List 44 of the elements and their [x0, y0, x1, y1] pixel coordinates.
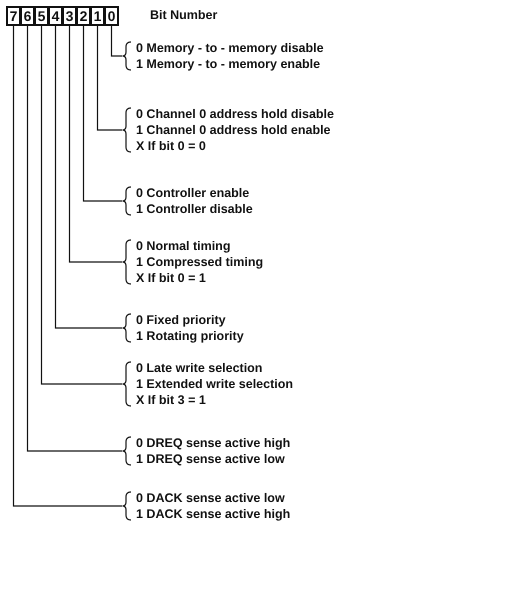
leader-line: [96, 26, 122, 131]
bit-option-group: [122, 435, 290, 467]
leader-line: [40, 26, 122, 385]
option-text: 0 DACK sense active low: [135, 490, 286, 506]
option-text: 0 Fixed priority: [135, 312, 227, 328]
bit-option-group: [122, 106, 334, 154]
bit-cell: 7: [6, 6, 21, 26]
bit-cell: 1: [90, 6, 105, 26]
leader-line: [68, 26, 122, 263]
caption-text: Bit Number: [150, 8, 218, 22]
bit-cell: 3: [62, 6, 77, 26]
option-text: X If bit 3 = 1: [135, 392, 207, 408]
leader-line: [54, 26, 122, 329]
bit-cell: 4: [48, 6, 63, 26]
option-text: 1 Rotating priority: [135, 328, 244, 344]
bit-cell: 6: [20, 6, 35, 26]
leader-line: [26, 26, 122, 452]
option-text: 0 Memory - to - memory disable: [135, 40, 324, 56]
option-text: 1 Extended write selection: [135, 376, 293, 392]
bit-option-group: [122, 238, 264, 286]
option-text: 0 Normal timing: [135, 238, 232, 254]
option-text: 1 DACK sense active high: [135, 506, 290, 522]
option-text: 0 Late write selection: [135, 360, 264, 376]
leader-line: [82, 26, 122, 202]
bit-cell: 5: [34, 6, 49, 26]
option-text: X If bit 0 = 1: [135, 270, 207, 286]
bit-cell: 2: [76, 6, 91, 26]
bit-option-group: [122, 185, 253, 217]
bit-option-group: [122, 312, 244, 344]
bit-option-group: [122, 360, 293, 408]
option-text: 1 Controller disable: [135, 201, 253, 217]
option-text: 1 Compressed timing: [135, 254, 264, 270]
bit-option-group: [122, 40, 324, 72]
option-text: 1 Channel 0 address hold enable: [135, 122, 332, 138]
option-text: 0 Channel 0 address hold disable: [135, 106, 334, 122]
leader-line: [12, 26, 122, 507]
option-text: 1 DREQ sense active low: [135, 451, 286, 467]
option-text: X If bit 0 = 0: [135, 138, 207, 154]
option-text: 0 DREQ sense active high: [135, 435, 290, 451]
bit-cell: 0: [104, 6, 119, 26]
option-text: 0 Controller enable: [135, 185, 250, 201]
leader-line: [110, 26, 122, 57]
option-text: 1 Memory - to - memory enable: [135, 56, 322, 72]
bit-option-group: [122, 490, 290, 522]
